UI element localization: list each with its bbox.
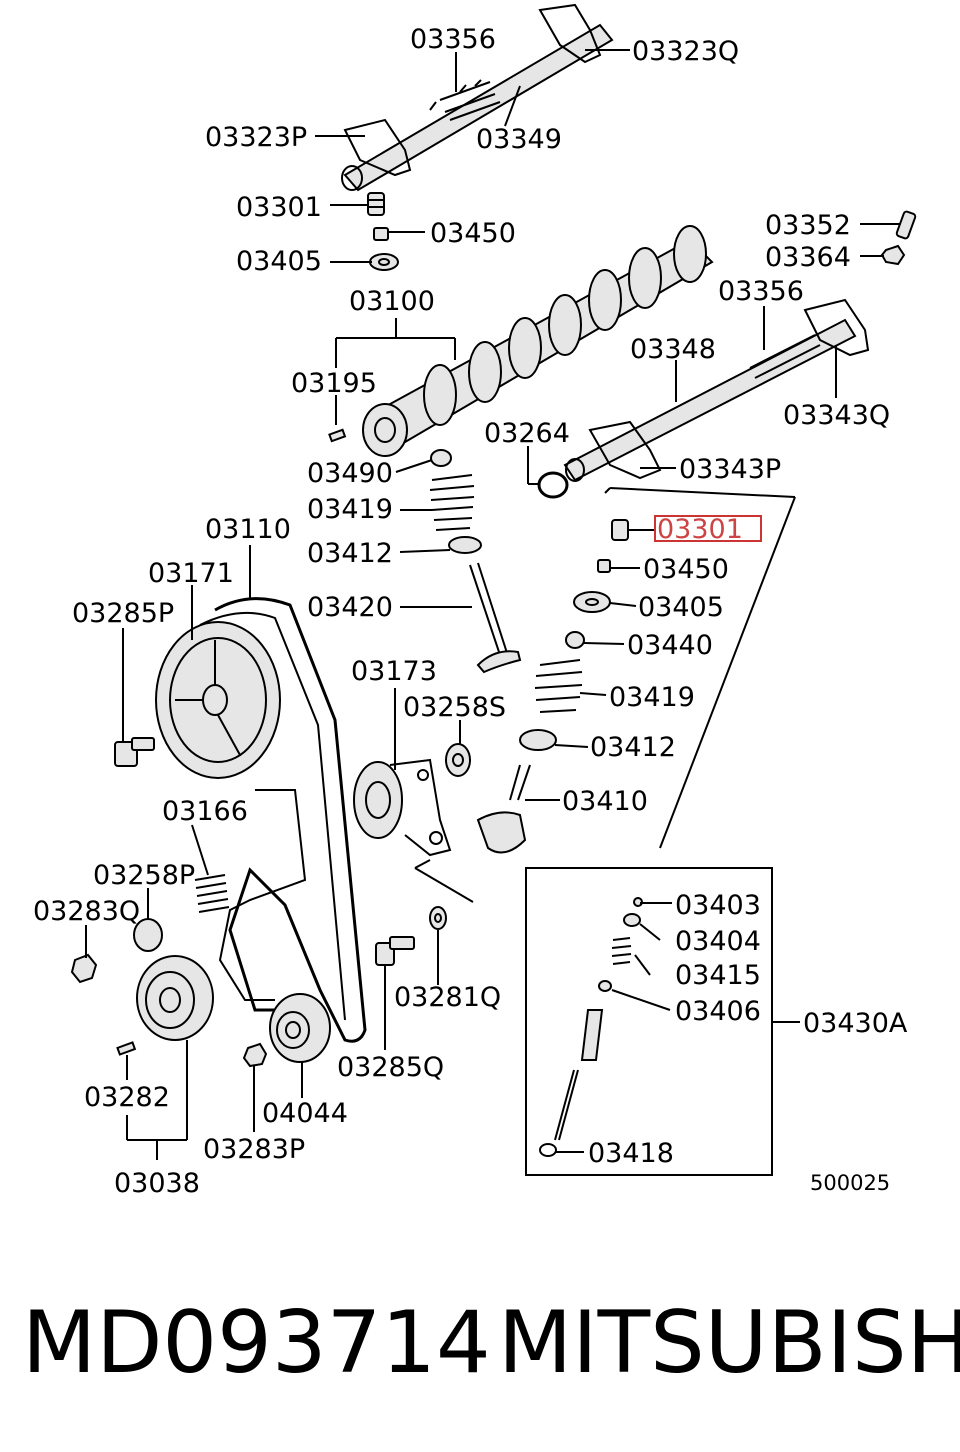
washer-03281q	[429, 906, 447, 930]
label-03356-upper: 03356	[410, 24, 496, 55]
label-03348: 03348	[630, 334, 716, 365]
label-03404: 03404	[675, 926, 761, 957]
part-number: MD093714	[22, 1293, 491, 1393]
label-03349: 03349	[476, 124, 562, 155]
spacer-03258s	[445, 743, 471, 777]
bolt-03301-upper	[367, 192, 385, 216]
label-03283q: 03283Q	[33, 896, 140, 927]
label-03285p: 03285P	[72, 598, 174, 629]
bolt-03285p	[114, 737, 155, 767]
label-03412-left: 03412	[307, 538, 393, 569]
crank-sprocket	[136, 955, 214, 1041]
bolt-03285q	[375, 936, 415, 966]
label-03301-highlighted: 03301	[657, 514, 743, 545]
label-03283p: 03283P	[203, 1134, 305, 1165]
label-03171: 03171	[148, 558, 234, 589]
valve-stack-right	[476, 519, 629, 854]
label-03419-left: 03419	[307, 494, 393, 525]
label-03323q: 03323Q	[632, 36, 739, 67]
brand-name: MITSUBISHI	[498, 1293, 960, 1393]
label-03100: 03100	[349, 286, 435, 317]
label-500025: 500025	[810, 1171, 890, 1195]
valve-stack-left	[429, 449, 522, 674]
label-03450-upper: 03450	[430, 218, 516, 249]
label-03490: 03490	[307, 458, 393, 489]
label-03195: 03195	[291, 368, 377, 399]
label-03258p: 03258P	[93, 860, 195, 891]
label-03301-upper: 03301	[236, 192, 322, 223]
label-03343p: 03343P	[679, 454, 781, 485]
label-03364: 03364	[765, 242, 851, 273]
nut-03364	[880, 244, 906, 266]
label-03166: 03166	[162, 796, 248, 827]
label-03405-lower: 03405	[638, 592, 724, 623]
label-03323p: 03323P	[205, 122, 307, 153]
footer: MD093714 MITSUBISHI	[0, 1288, 960, 1398]
o-ring-03264	[537, 471, 569, 499]
nut-03283p	[242, 1042, 268, 1068]
spring-03166	[194, 874, 230, 913]
label-03038: 03038	[114, 1168, 200, 1199]
washer-03405-upper	[369, 253, 399, 271]
label-03173: 03173	[351, 656, 437, 687]
label-03281q: 03281Q	[394, 982, 501, 1013]
label-03282: 03282	[84, 1082, 170, 1113]
label-03410: 03410	[562, 786, 648, 817]
label-03415: 03415	[675, 960, 761, 991]
pin-03282	[116, 1041, 137, 1056]
inset-box	[525, 867, 773, 1176]
rocker-shaft-lower	[563, 298, 870, 482]
label-03264: 03264	[484, 418, 570, 449]
label-03343q: 03343Q	[783, 400, 890, 431]
label-03406: 03406	[675, 996, 761, 1027]
label-03412-right: 03412	[590, 732, 676, 763]
rocker-shaft-upper	[341, 3, 614, 192]
leader-lines	[85, 49, 900, 1160]
part-labels: 03356 03323Q 03323P 03349 03301 03450 03…	[33, 24, 908, 1199]
label-03419-right: 03419	[609, 682, 695, 713]
label-03285q: 03285Q	[337, 1052, 444, 1083]
bolt-03352	[895, 210, 917, 240]
pin-03195	[328, 428, 347, 443]
label-03258s: 03258S	[403, 692, 506, 723]
label-03352: 03352	[765, 210, 851, 241]
tensioner	[353, 758, 452, 857]
label-03420: 03420	[307, 592, 393, 623]
label-03440: 03440	[627, 630, 713, 661]
idler-04044	[269, 993, 331, 1063]
timing-belt	[199, 597, 367, 1043]
cam-sprocket	[155, 621, 281, 779]
label-03356-lower: 03356	[718, 276, 804, 307]
highlight-box	[654, 515, 762, 542]
camshaft	[362, 225, 714, 457]
label-04044: 04044	[262, 1098, 348, 1129]
label-03450-lower: 03450	[643, 554, 729, 585]
label-03430a: 03430A	[803, 1008, 908, 1039]
label-03403: 03403	[675, 890, 761, 921]
label-03418: 03418	[588, 1138, 674, 1169]
nut-03283q	[70, 953, 98, 984]
label-03110: 03110	[205, 514, 291, 545]
label-03405-upper: 03405	[236, 246, 322, 277]
nut-03450-upper	[373, 227, 389, 241]
